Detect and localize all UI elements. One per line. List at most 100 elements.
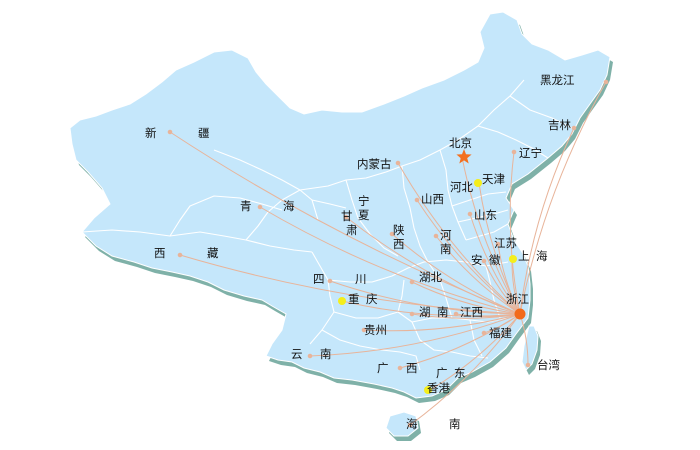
- label-ningxia-1[interactable]: 宁: [358, 194, 370, 208]
- label-fujian[interactable]: 福建: [489, 326, 512, 340]
- route-line: [399, 313, 521, 369]
- label-henan-1[interactable]: 河: [440, 228, 452, 242]
- label-jiangsu[interactable]: 江苏: [494, 236, 517, 250]
- route-line: [519, 127, 575, 315]
- route-origin-dot: [481, 258, 487, 264]
- route-origin-dot: [395, 160, 401, 166]
- label-guizhou[interactable]: 贵州: [364, 323, 387, 337]
- label-sichuan-1[interactable]: 四: [313, 272, 325, 286]
- route-origin-dot: [257, 204, 263, 210]
- label-anhui-2[interactable]: 徽: [489, 253, 501, 267]
- label-hebei[interactable]: 河北: [450, 180, 473, 194]
- route-origin-dot: [361, 327, 367, 333]
- province-border: [465, 223, 509, 241]
- label-gansu-2[interactable]: 肃: [346, 223, 358, 237]
- province-border: [333, 311, 489, 359]
- route-origin-dot: [389, 231, 395, 237]
- label-henan-2[interactable]: 南: [440, 242, 452, 256]
- label-tianjin[interactable]: 天津: [482, 172, 505, 186]
- route-origin-dot: [467, 211, 473, 217]
- route-line: [497, 243, 521, 315]
- label-hainan-2[interactable]: 南: [449, 417, 461, 431]
- province-border: [401, 165, 429, 263]
- label-anhui-1[interactable]: 安: [471, 253, 483, 267]
- route-line: [179, 254, 521, 315]
- label-shanxi[interactable]: 山西: [421, 192, 444, 206]
- route-origin-dot: [603, 79, 609, 85]
- label-shanghai-1[interactable]: 上: [518, 249, 530, 263]
- province-border: [81, 229, 313, 253]
- hub-marker[interactable]: [514, 308, 526, 320]
- label-xizang-2[interactable]: 藏: [207, 246, 219, 260]
- route-line: [345, 216, 521, 315]
- route-origin-dot: [407, 422, 413, 428]
- route-line: [391, 233, 521, 315]
- label-guangdong-1[interactable]: 广: [436, 366, 448, 380]
- label-guangdong-2[interactable]: 东: [454, 366, 466, 380]
- city-marker[interactable]: [424, 386, 432, 394]
- province-border: [439, 149, 467, 241]
- route-line: [469, 213, 521, 315]
- label-qinghai-1[interactable]: 青: [240, 199, 252, 213]
- province-border: [451, 191, 507, 207]
- route-origin-dot: [307, 353, 313, 359]
- label-liaoning[interactable]: 辽宁: [519, 146, 542, 160]
- province-border: [485, 265, 501, 319]
- label-yunnan-1[interactable]: 云: [291, 347, 303, 361]
- route-line: [329, 280, 521, 315]
- label-chongqing-2[interactable]: 庆: [366, 292, 378, 306]
- label-xinjiang-1[interactable]: 新: [145, 126, 157, 140]
- label-jilin[interactable]: 吉林: [548, 118, 571, 132]
- label-qinghai-2[interactable]: 海: [283, 199, 295, 213]
- label-hunan-2[interactable]: 南: [437, 305, 449, 319]
- label-yunnan-2[interactable]: 南: [320, 347, 332, 361]
- label-beijing[interactable]: 北京: [449, 136, 472, 150]
- route-line: [397, 162, 521, 315]
- province-border: [345, 179, 399, 257]
- city-marker[interactable]: [338, 297, 346, 305]
- label-ningxia-2[interactable]: 夏: [358, 208, 370, 222]
- route-origin-dot: [327, 278, 333, 284]
- label-heilongjiang[interactable]: 黑龙江: [540, 73, 575, 87]
- route-line: [416, 199, 521, 315]
- label-xizang-1[interactable]: 西: [154, 246, 166, 260]
- province-border: [509, 95, 573, 129]
- city-marker[interactable]: [509, 255, 517, 263]
- label-xinjiang-2[interactable]: 疆: [198, 126, 210, 140]
- label-chongqing-1[interactable]: 重: [348, 292, 360, 306]
- markers: [338, 149, 526, 394]
- label-shanghai-2[interactable]: 海: [536, 249, 548, 263]
- route-line: [341, 300, 521, 317]
- route-line: [429, 313, 521, 391]
- label-shandong[interactable]: 山东: [474, 208, 497, 222]
- label-hainan-1[interactable]: 海: [406, 417, 418, 431]
- label-guangxi-2[interactable]: 西: [406, 361, 418, 375]
- route-origin-dot: [495, 241, 501, 247]
- route-line: [435, 235, 521, 315]
- province-border: [477, 125, 549, 159]
- label-hubei[interactable]: 湖北: [419, 270, 442, 284]
- label-taiwan[interactable]: 台湾: [537, 358, 560, 372]
- label-shaanxi-1[interactable]: 陕: [393, 223, 405, 237]
- route-line: [411, 281, 521, 315]
- capital-star-icon[interactable]: [456, 149, 472, 164]
- route-origin-dot: [571, 125, 577, 131]
- province-border: [397, 279, 405, 313]
- label-jiangxi[interactable]: 江西: [460, 305, 483, 319]
- label-hunan-1[interactable]: 湖: [419, 305, 431, 319]
- province-border: [169, 195, 283, 237]
- label-shaanxi-2[interactable]: 西: [393, 237, 405, 251]
- route-line: [309, 313, 521, 357]
- label-neimenggu[interactable]: 内蒙古: [357, 157, 392, 171]
- label-xianggang[interactable]: 香港: [427, 381, 450, 395]
- city-marker[interactable]: [474, 179, 482, 187]
- route-origin-dot: [397, 365, 403, 371]
- route-line: [455, 313, 521, 318]
- label-guangxi-1[interactable]: 广: [377, 361, 389, 375]
- label-sichuan-2[interactable]: 川: [355, 272, 367, 286]
- label-zhejiang[interactable]: 浙江: [506, 292, 529, 306]
- route-line: [259, 206, 521, 315]
- route-origin-dot: [511, 149, 517, 155]
- label-gansu-1[interactable]: 甘: [341, 209, 353, 223]
